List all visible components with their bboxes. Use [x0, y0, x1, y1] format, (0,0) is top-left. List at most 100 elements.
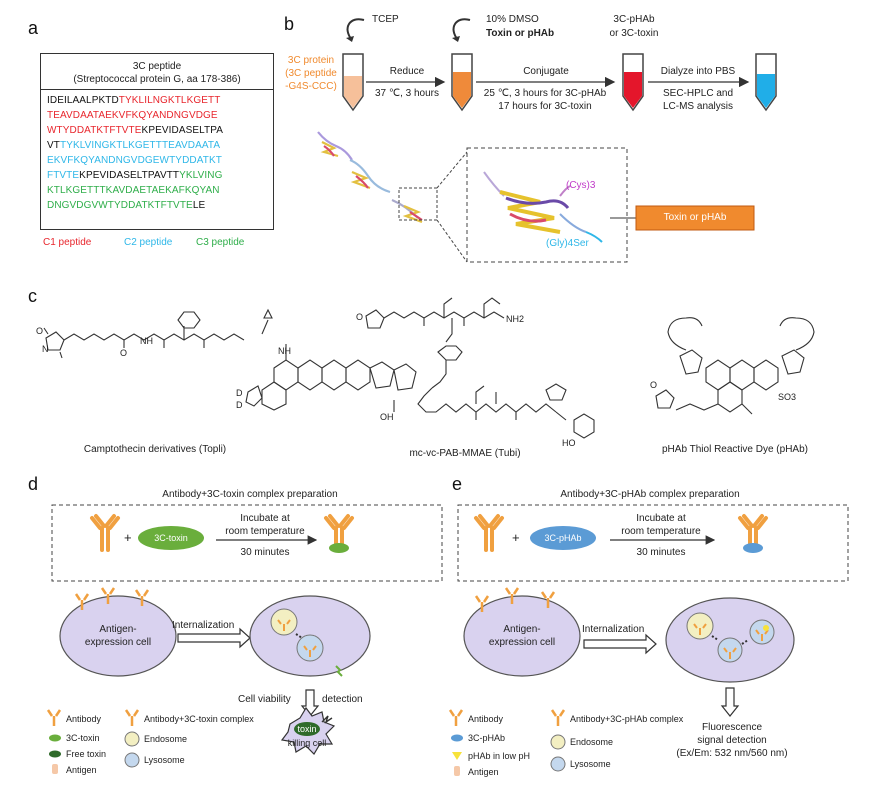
d-viability-1: Cell viability — [238, 694, 291, 705]
atom-oh-1: OH — [380, 412, 394, 422]
d-toxin-word: toxin — [297, 724, 317, 734]
sequence-line: TEAVDAATAEKVFKQYANDNGVDGE — [47, 108, 273, 123]
mmae-structure — [365, 297, 595, 439]
phab-dye-structure — [655, 317, 815, 415]
d-legend-antigen: Antigen — [66, 765, 97, 775]
atom-o-2: O — [120, 348, 128, 358]
d-killing-label: killing cell — [287, 738, 327, 748]
d-incubate-2: room temperature — [225, 526, 305, 537]
d-prep-box — [51, 504, 443, 582]
sequence-segment: TYKLILNGKTLKGETT — [118, 95, 221, 106]
atom-so3: SO3 — [778, 392, 797, 402]
sequence-segment: KPEVIDASELTPA — [141, 125, 224, 136]
atom-nh-2: NH — [278, 346, 291, 356]
peptide-title: 3C peptide — [132, 61, 182, 72]
e-legend-antigen: Antigen — [468, 767, 499, 777]
e-legend-3c-phab-icon — [451, 734, 463, 742]
mmae-label: mc-vc-PAB-MMAE (Tubi) — [409, 448, 521, 459]
reduce-label: Reduce — [389, 66, 425, 77]
d-legend-endosome-icon — [124, 731, 140, 747]
sequence-segment: YKLVING — [179, 170, 223, 181]
analysis-label-2: LC-MS analysis — [662, 101, 734, 112]
tube-reduced-icon — [451, 53, 473, 112]
cys-label: (Cys)3 — [566, 180, 596, 191]
e-antibody-icon — [474, 514, 504, 552]
e-legend-3c-phab: 3C-pHAb — [468, 733, 506, 743]
d-time: 30 minutes — [240, 547, 290, 558]
legend-c1: C1 peptide — [43, 237, 92, 248]
d-legend-antibody: Antibody — [66, 714, 102, 724]
d-lysosome — [296, 634, 324, 662]
camptothecin-label: Camptothecin derivatives (Topli) — [83, 444, 227, 455]
e-endosome — [686, 612, 714, 640]
atom-nh2-1: NH2 — [506, 314, 525, 324]
tcep-label: TCEP — [372, 14, 399, 25]
sequence-segment: KPEVIDASELTPAVTT — [79, 170, 180, 181]
product-label-1: 3C-pHAb — [613, 14, 655, 25]
d-legend-lysosome-icon — [124, 752, 140, 768]
e-legend-lysosome: Lysosome — [570, 759, 611, 769]
protein-label: 3C protein (3C peptide -G4S-CCC) — [285, 55, 337, 92]
zoomed-ribbon-structure — [483, 171, 603, 243]
e-legend-antibody: Antibody — [468, 714, 504, 724]
tube-3c-protein-icon — [342, 53, 364, 112]
sequence-line: IDEILAALPKTDTYKLILNGKTLKGETT — [47, 93, 273, 108]
d-legend-complex-icon — [124, 709, 140, 726]
e-cell-label-1: Antigen- — [503, 624, 541, 635]
atom-nh-1: NH — [140, 336, 153, 346]
e-legend-phab-low-ph: pHAb in low pH — [468, 751, 531, 761]
tube-dialyzed-icon — [755, 53, 777, 112]
zoom-small-box — [398, 187, 438, 221]
d-plus: + — [124, 530, 132, 545]
sequence-segment: TYKLVINGKTLKGETTTEAVDAATA — [59, 140, 221, 151]
reduce-conditions: 37 ℃, 3 hours — [374, 88, 440, 99]
sequence-segment: WTYDDATKTFTVTE — [47, 125, 142, 136]
e-incubate-1: Incubate at — [636, 513, 686, 524]
atom-d-1: D — [236, 388, 243, 398]
peptide-header: 3C peptide (Streptococcal protein G, aa … — [41, 54, 273, 90]
d-title: Antibody+3C-toxin complex preparation — [162, 489, 338, 500]
phab-dye-label: pHAb Thiol Reactive Dye (pHAb) — [662, 444, 808, 455]
payload-box — [635, 205, 755, 231]
sequence-line: WTYDDATKTFTVTEKPEVIDASELTPA — [47, 123, 273, 138]
e-fluor-3: (Ex/Em: 532 nm/560 nm) — [676, 748, 788, 759]
atom-o-4: O — [650, 380, 658, 390]
sequence-line: EKVFKQYANDNGVDGEWTYDDATKT — [47, 153, 273, 168]
e-surface-complexes-icon — [474, 587, 556, 612]
atom-n-1: N — [42, 344, 49, 354]
e-antigen-cell — [463, 595, 581, 677]
d-3c-toxin-oval — [138, 526, 204, 550]
e-legend-complex-icon — [550, 709, 566, 726]
peptide-sequence-box: 3C peptide (Streptococcal protein G, aa … — [40, 53, 274, 230]
sequence-line: DNGVDGVWTYDDATKTFTVTELE — [47, 198, 273, 213]
d-legend-3c-toxin: 3C-toxin — [66, 733, 100, 743]
atom-o-1: O — [36, 326, 44, 336]
e-lysosome-1 — [717, 637, 743, 663]
dmso-label: 10% DMSO — [486, 14, 539, 25]
e-legend-phab-low-ph-icon — [452, 752, 462, 760]
camptothecin-structure — [43, 308, 417, 412]
sequence-line: FTVTEKPEVIDASELTPAVTTYKLVING — [47, 168, 273, 183]
d-legend-antigen-icon — [52, 764, 58, 774]
tcep-curl-arrow-icon — [346, 18, 365, 42]
e-legend-endosome-icon — [550, 734, 566, 750]
d-legend-lysosome: Lysosome — [144, 755, 185, 765]
d-antigen-cell — [59, 595, 177, 677]
analysis-label-1: SEC-HPLC and — [662, 88, 734, 99]
d-toxin-blob — [294, 722, 320, 736]
e-reagent-label: 3C-pHAb — [544, 533, 582, 543]
e-cell-label-2: expression cell — [488, 637, 556, 648]
linker-label: (Gly)4Ser — [546, 238, 589, 249]
d-viability-2: detection — [322, 694, 363, 705]
e-time: 30 minutes — [636, 547, 686, 558]
zoom-large-box — [466, 147, 628, 263]
d-internalization-arrow — [177, 627, 251, 649]
d-antibody-icon — [90, 514, 120, 552]
d-legend-free-toxin-icon — [49, 750, 61, 758]
e-fluorescence-arrow — [720, 687, 740, 717]
e-internalization-arrow — [583, 633, 657, 655]
dmso-curl-arrow-icon — [452, 18, 471, 42]
d-surface-complexes-icon — [74, 587, 150, 610]
sequence-segment: DNGVDGVWTYDDATKTFTVTE — [47, 200, 193, 211]
e-fluor-2: signal detection — [697, 735, 767, 746]
